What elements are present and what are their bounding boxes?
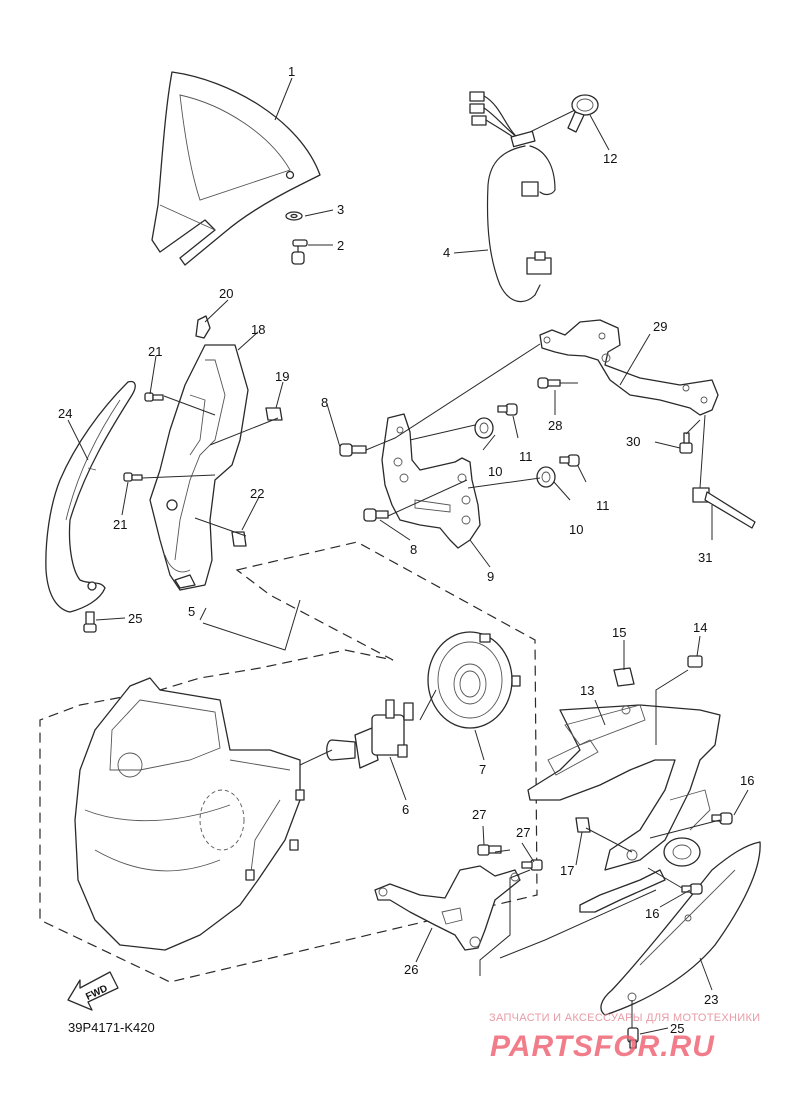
watermark: ЗАПЧАСТИ И АКСЕССУАРЫ ДЛЯ МОТОТЕХНИКИ PA…: [489, 1012, 760, 1063]
bolt-part-8-lower: [363, 508, 389, 522]
diagram-part-code: 39P4171-K420: [68, 1020, 155, 1035]
callout-29: 29: [653, 319, 667, 334]
callout-16-lower: 16: [645, 906, 659, 921]
callout-9: 9: [487, 569, 494, 584]
bracket-part-20: [195, 315, 211, 339]
callout-20: 20: [219, 286, 233, 301]
bolt-part-11-lower: [559, 454, 580, 467]
callout-25-right: 25: [670, 1021, 684, 1036]
washer-part-3: [285, 211, 303, 221]
nut-part-17: [575, 817, 591, 833]
screw-part-27-right: [521, 859, 543, 871]
bulb-cover-part-7: [427, 631, 521, 729]
bolt-part-11-upper: [497, 403, 518, 416]
callout-1: 1: [288, 64, 295, 79]
leader-lines: [67, 77, 749, 1035]
upper-bracket-part-29: [539, 319, 719, 416]
grommet-part-10-upper: [474, 417, 494, 439]
callout-30: 30: [626, 434, 640, 449]
callout-12: 12: [603, 151, 617, 166]
callout-8-upper: 8: [321, 395, 328, 410]
front-cowl-part-13: [527, 704, 721, 913]
callout-23: 23: [704, 992, 718, 1007]
callout-27-right: 27: [516, 825, 530, 840]
wire-harness-part-4: [469, 91, 556, 303]
callout-22: 22: [250, 486, 264, 501]
clamp-part-12: [567, 94, 599, 133]
nut-part-19: [265, 407, 283, 421]
cable-band-part-31: [692, 487, 756, 529]
callout-24: 24: [58, 406, 72, 421]
callout-3: 3: [337, 202, 344, 217]
callout-19: 19: [275, 369, 289, 384]
fwd-direction-arrow: FWD: [67, 971, 119, 1011]
stay-bracket-part-9: [381, 413, 481, 549]
nut-part-14: [687, 655, 703, 668]
nut-part-22: [231, 531, 247, 547]
screw-part-16-upper: [711, 812, 733, 825]
callout-11-lower: 11: [596, 498, 610, 513]
lower-bracket-part-26: [374, 865, 521, 951]
screw-part-21-upper: [144, 392, 164, 402]
watermark-brand: PARTSFOR.RU: [490, 1030, 715, 1063]
callout-6: 6: [402, 802, 409, 817]
nut-part-15: [613, 667, 635, 687]
inner-panel-part-18: [149, 344, 249, 591]
watermark-caption: ЗАПЧАСТИ И АКСЕССУАРЫ ДЛЯ МОТОТЕХНИКИ: [489, 1012, 760, 1024]
windscreen-part-1: [151, 71, 321, 266]
bolt-part-28: [537, 377, 561, 389]
callout-15: 15: [612, 625, 626, 640]
callout-18: 18: [251, 322, 265, 337]
grommet-part-10-lower: [536, 466, 556, 488]
callout-14: 14: [693, 620, 707, 635]
callout-8-lower: 8: [410, 542, 417, 557]
callout-labels: 1 2 3 4 5 6 7 8 8 9 10 10 11 11 12 13 14…: [58, 64, 754, 1036]
callout-10-lower: 10: [569, 522, 583, 537]
screw-part-25-right: [627, 1027, 639, 1049]
screw-part-21-lower: [123, 472, 143, 482]
callout-11-upper: 11: [519, 449, 533, 464]
callout-13: 13: [580, 683, 594, 698]
screw-part-27-left: [477, 844, 502, 856]
bulb-part-6: [326, 699, 414, 769]
callout-2: 2: [337, 238, 344, 253]
callout-25-left: 25: [128, 611, 142, 626]
screw-part-30: [679, 432, 693, 454]
callout-10-upper: 10: [488, 464, 502, 479]
callout-17: 17: [560, 863, 574, 878]
callout-21-lower: 21: [113, 517, 127, 532]
headlight-assembly-part-5: [39, 541, 538, 983]
screw-part-25-left: [83, 611, 97, 633]
callout-31: 31: [698, 550, 712, 565]
screw-part-2: [291, 239, 308, 265]
callout-16-upper: 16: [740, 773, 754, 788]
callout-7: 7: [479, 762, 486, 777]
callout-26: 26: [404, 962, 418, 977]
side-cover-part-24: [45, 380, 136, 613]
callout-4: 4: [443, 245, 450, 260]
bolt-part-8-upper: [339, 443, 367, 457]
callout-28: 28: [548, 418, 562, 433]
callout-27-left: 27: [472, 807, 486, 822]
screw-part-16-lower: [681, 883, 703, 895]
callout-5: 5: [188, 604, 195, 619]
side-cowl-part-23: [600, 841, 761, 1016]
callout-21-upper: 21: [148, 344, 162, 359]
